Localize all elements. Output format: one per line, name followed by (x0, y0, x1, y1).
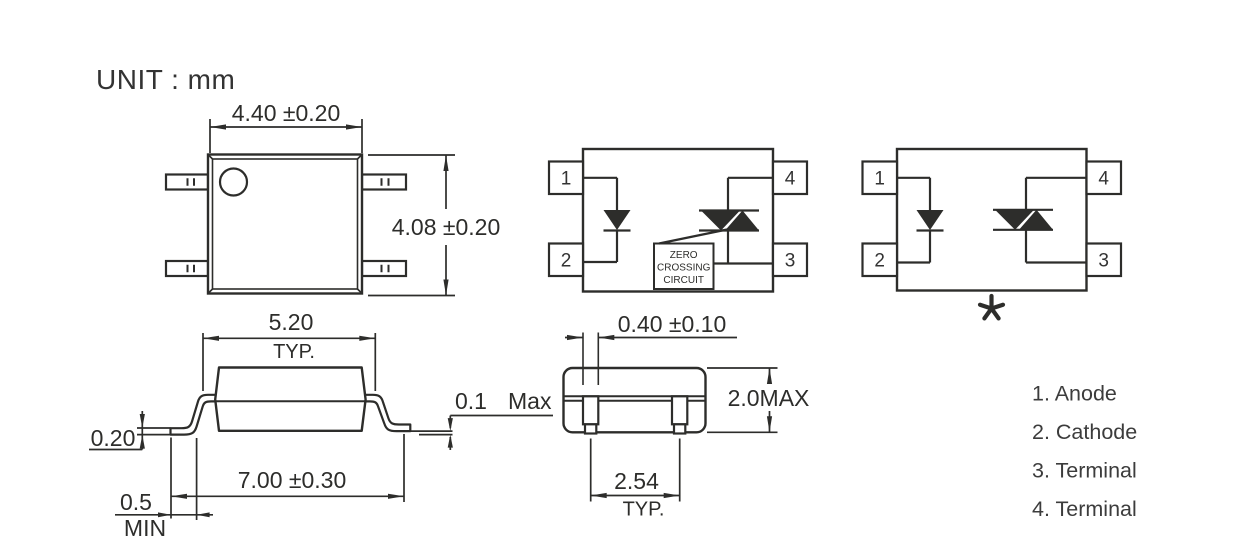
side-view: 5.20 TYP. 0.20 7.00 ±0.30 0.5 MIN (89, 309, 553, 541)
dim-pitch: 2.54 TYP. (589, 438, 681, 521)
package-body-inner-outline (211, 158, 359, 290)
schematic-basic: 1 2 4 3 (861, 147, 1123, 321)
dim-height-label: 2.0MAX (728, 385, 810, 411)
legend-item-2: 2. Cathode (1032, 420, 1137, 444)
side-body (213, 366, 367, 432)
zero-crossing-circuit-box: ZERO CROSSING CIRCUIT (653, 242, 715, 290)
dim-overall-width: 7.00 ±0.30 (170, 434, 405, 519)
dim-pitch-qual: TYP. (623, 499, 665, 521)
end-view: 0.40 ±0.10 2.0MAX 2.54 TYP. (562, 311, 810, 521)
pin-legend: 1. Anode 2. Cathode 3. Terminal 4. Termi… (1032, 382, 1137, 522)
legend-item-4: 4. Terminal (1032, 497, 1137, 521)
pin-label-1: 1 (561, 169, 572, 190)
package-body-outline (206, 153, 364, 295)
end-lead-1 (581, 395, 600, 435)
dim-shoulder-width-qual: TYP. (273, 341, 315, 363)
dim-lead-thickness: 0.20 (89, 411, 171, 451)
pin-box-4 (771, 160, 809, 196)
pin-box-4 (1085, 160, 1123, 196)
end-lead-2 (670, 395, 689, 435)
pin-box-1 (547, 160, 585, 196)
triac-symbol (699, 176, 773, 265)
dim-body-width-label: 4.40 ±0.20 (232, 100, 341, 126)
pin-box-2 (547, 242, 585, 278)
dim-height: 2.0MAX (707, 367, 810, 434)
pin-box-3 (771, 242, 809, 278)
pin-box-2 (861, 242, 899, 278)
triac-symbol (993, 176, 1087, 264)
dim-overall-width-label: 7.00 ±0.30 (238, 467, 347, 493)
dim-standoff-label: 0.1 (455, 388, 487, 414)
unit-label: UNIT : mm (96, 64, 235, 95)
pin-label-3: 3 (785, 251, 796, 272)
dim-lead-width-label: 0.40 ±0.10 (618, 311, 727, 337)
zcc-line3: CIRCUIT (663, 275, 704, 286)
dim-foot-length-qual: MIN (124, 515, 166, 541)
dim-pitch-label: 2.54 (614, 468, 659, 494)
pin-label-3: 3 (1098, 251, 1109, 272)
dim-shoulder-width: 5.20 TYP. (202, 309, 377, 391)
pin-label-1: 1 (874, 169, 885, 190)
legend-item-3: 3. Terminal (1032, 459, 1137, 483)
dim-lead-width: 0.40 ±0.10 (565, 311, 737, 341)
dim-foot-length: 0.5 MIN (115, 438, 213, 541)
schematic-zero-crossing: 1 2 4 3 ZERO CROSSING CIRCUIT (547, 147, 809, 293)
dim-shoulder-width-label: 5.20 (269, 309, 314, 335)
dim-body-height-label: 4.08 ±0.20 (392, 214, 501, 240)
dim-body-width: 4.40 ±0.20 (209, 100, 363, 153)
led-symbol (583, 176, 631, 264)
triac-gate-wire (658, 228, 728, 245)
dim-body-height: 4.08 ±0.20 (368, 154, 501, 297)
zcc-line1: ZERO (670, 250, 698, 261)
top-view: 4.40 ±0.20 4.08 ±0.20 (164, 100, 501, 297)
pin-label-2: 2 (874, 251, 885, 272)
dim-standoff-qual: Max (508, 388, 552, 414)
zcc-line2: CROSSING (657, 263, 711, 274)
pin-box-3 (1085, 242, 1123, 278)
dim-lead-thickness-label: 0.20 (91, 425, 136, 451)
dim-foot-length-label: 0.5 (120, 489, 152, 515)
footnote-asterisk (977, 293, 1006, 321)
pin1-indicator-dot (218, 167, 249, 197)
pin-label-2: 2 (561, 251, 572, 272)
led-symbol (897, 176, 944, 264)
dim-standoff: 0.1 Max (407, 388, 553, 450)
pin-label-4: 4 (785, 169, 796, 190)
pin-label-4: 4 (1098, 169, 1109, 190)
legend-item-1: 1. Anode (1032, 382, 1117, 406)
